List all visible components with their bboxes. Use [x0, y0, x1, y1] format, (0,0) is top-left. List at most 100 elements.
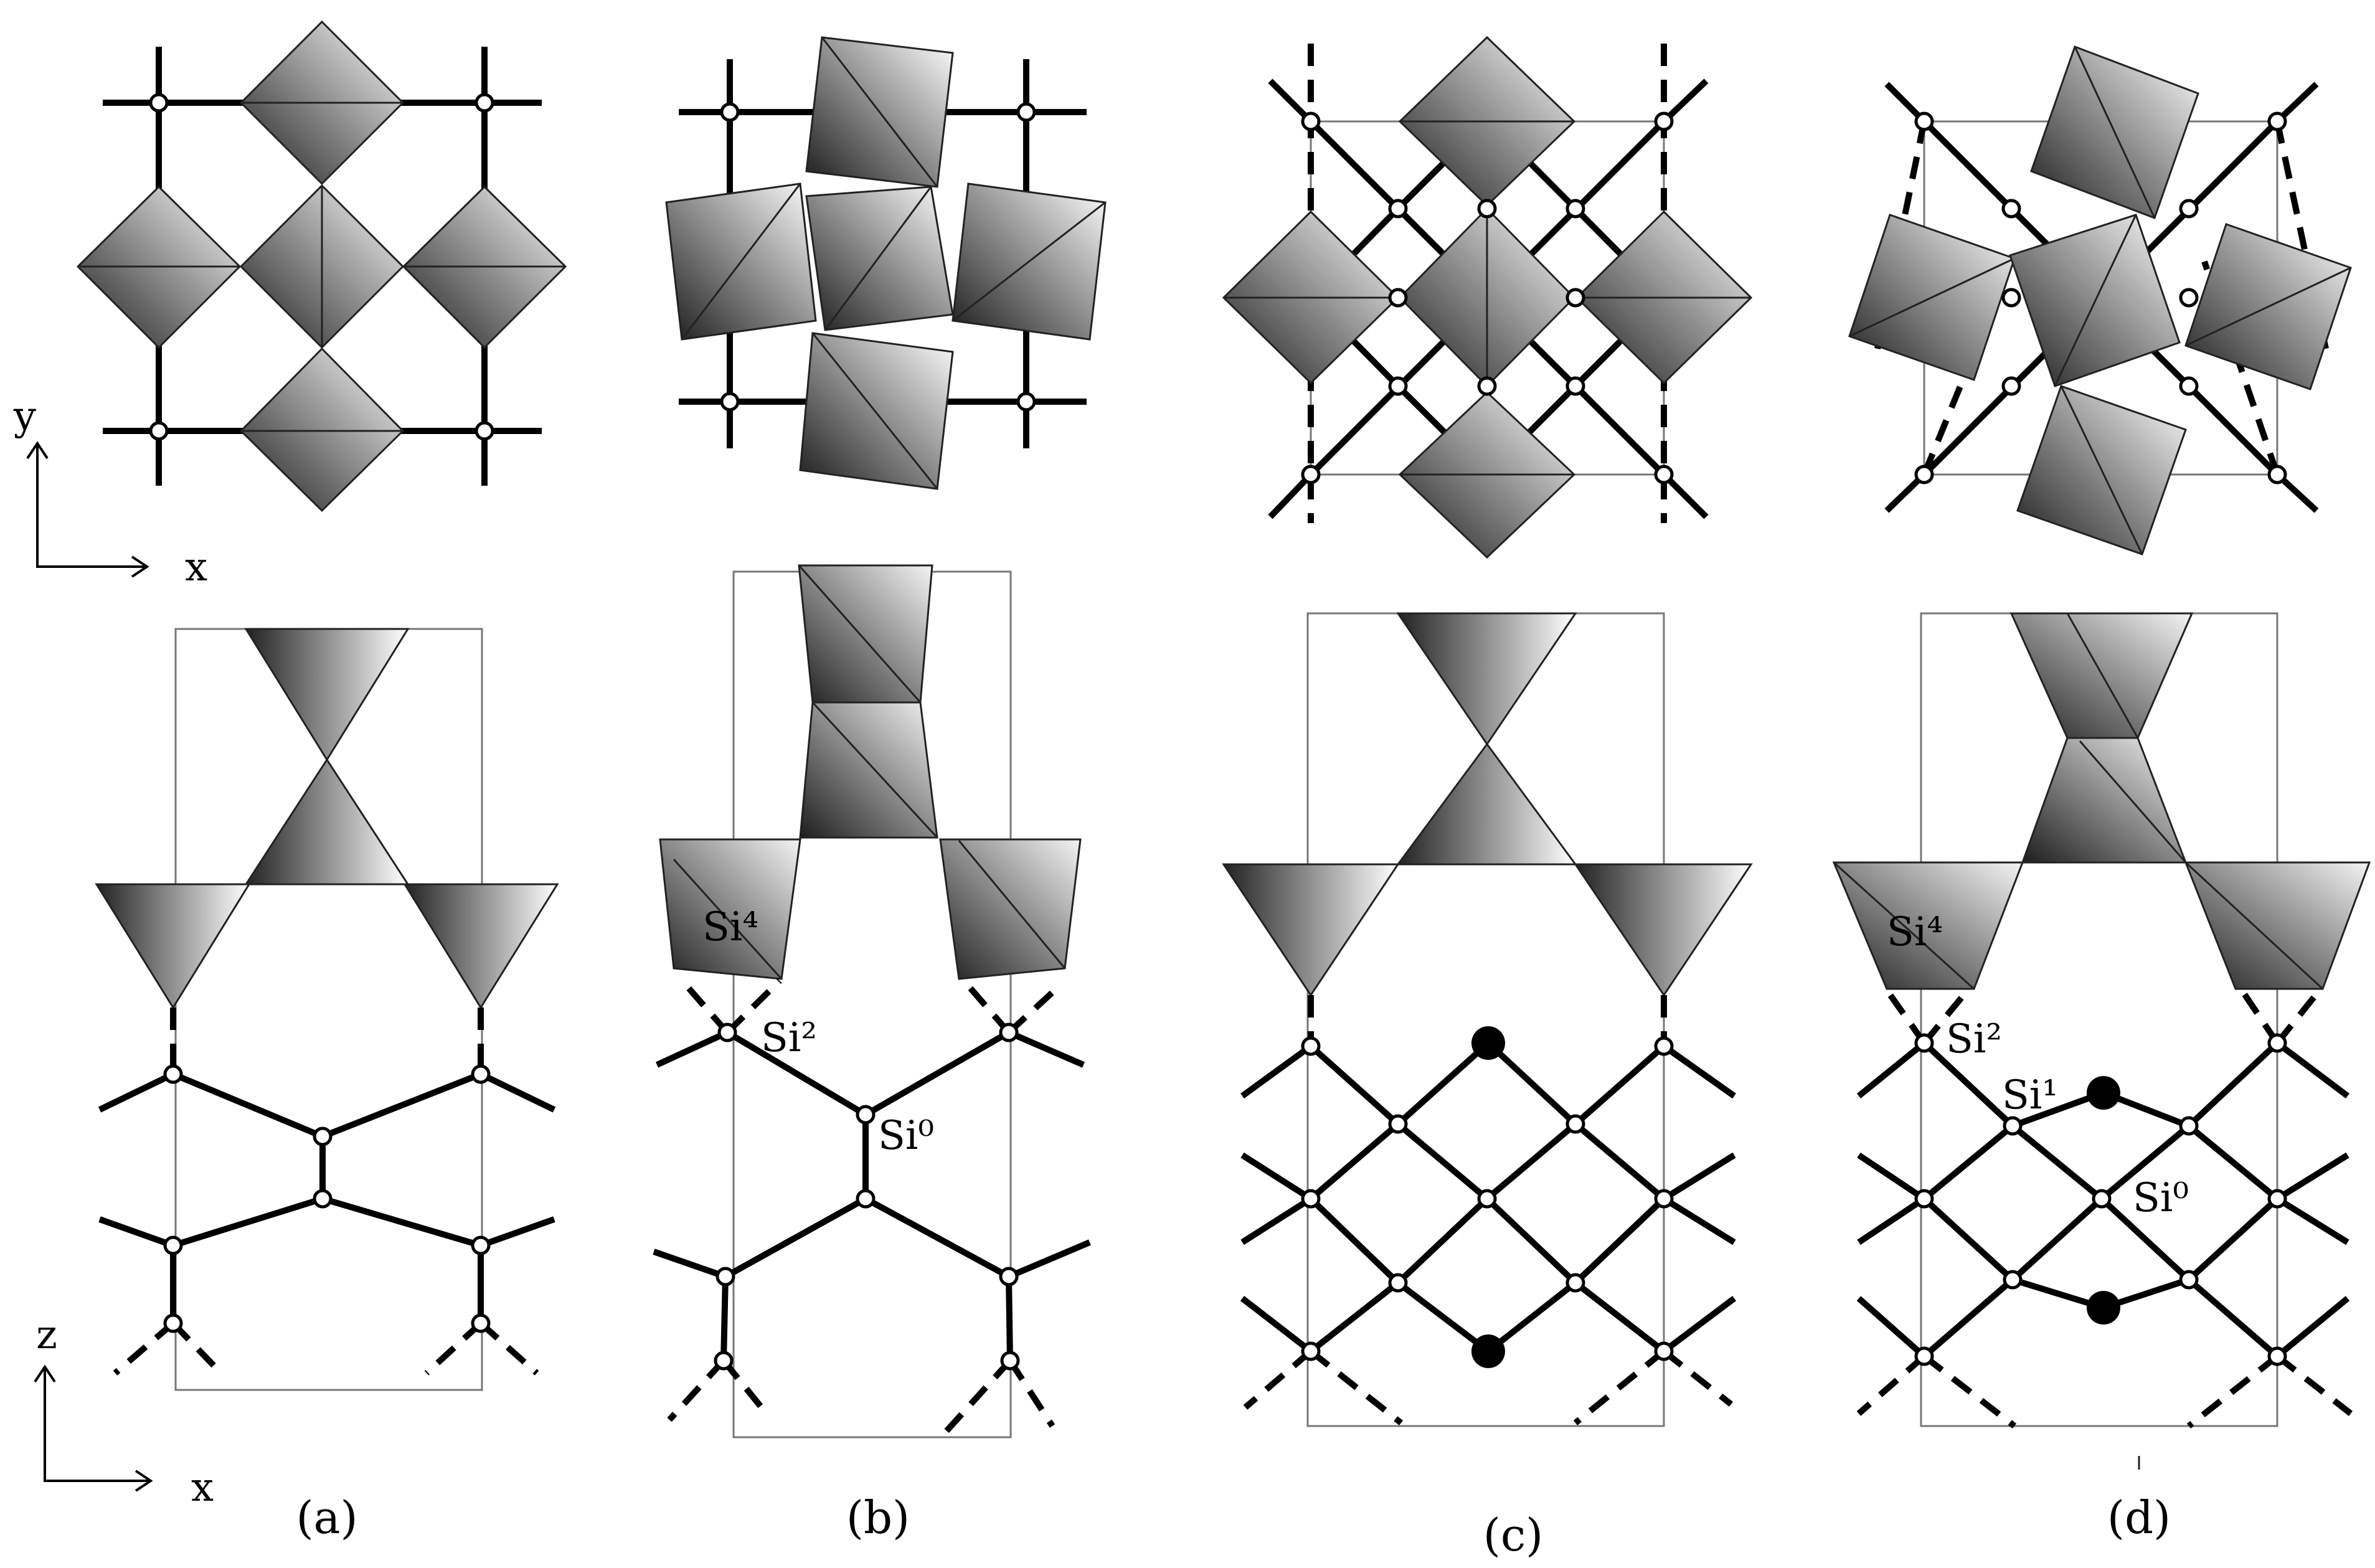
panel-c-bottom: (c) — [1222, 612, 1753, 1561]
si-atom — [2267, 1346, 2287, 1366]
si-atom — [1388, 199, 1408, 219]
si-atom — [1301, 1341, 1321, 1361]
si-atom — [1016, 392, 1036, 412]
panel-a-caption: (a) — [296, 1491, 357, 1544]
label-si0: Si⁰ — [878, 1113, 934, 1159]
si-atom — [999, 1023, 1019, 1042]
si-atom — [1654, 465, 1674, 484]
si-atom — [2003, 1270, 2023, 1290]
si-atom — [149, 421, 169, 441]
si-atom — [475, 421, 494, 441]
octahedron — [951, 182, 1107, 341]
si-atom — [2001, 288, 2021, 308]
panel-b-top — [665, 36, 1107, 490]
si-atom — [1477, 199, 1497, 219]
si-atom — [475, 93, 494, 113]
si-atom — [2179, 1270, 2199, 1290]
si-atom — [1016, 102, 1036, 122]
si-atom — [715, 1267, 735, 1287]
panel-d-top — [1848, 45, 2352, 555]
label-si4: Si⁴ — [1887, 909, 1943, 955]
panel-a-bottom: (a) — [95, 628, 559, 1544]
si-atom — [163, 1235, 183, 1255]
si-atom — [1914, 1189, 1934, 1209]
axis-y-label: y — [13, 394, 36, 440]
si-atom — [1654, 1341, 1674, 1361]
si-atom — [471, 1235, 491, 1255]
si-atom — [720, 102, 740, 122]
octahedron — [402, 185, 567, 349]
si-atom — [714, 1351, 734, 1371]
si-atom — [313, 1189, 333, 1209]
si-atom — [1914, 111, 1934, 131]
octahedron — [2030, 45, 2199, 219]
tetrahedron-group — [1832, 612, 2371, 990]
si-atom — [163, 1064, 183, 1084]
si-atom — [163, 1313, 183, 1333]
label-si1: Si¹ — [2002, 1072, 2058, 1118]
octahedron — [805, 36, 954, 188]
octahedron — [799, 332, 954, 490]
octahedron — [1398, 35, 1576, 207]
highlighted-atom — [1471, 1334, 1505, 1368]
panel-c-caption: (c) — [1483, 1509, 1544, 1561]
panel-c-top — [1222, 35, 1753, 559]
si-atom — [2001, 199, 2021, 219]
panel-b-bottom: Si⁴ Si² Si⁰ (b) — [653, 564, 1091, 1544]
si-atom — [1565, 1114, 1585, 1134]
si-atom — [1654, 1189, 1674, 1209]
tetrahedron-group — [1222, 612, 1753, 997]
octahedron — [2184, 223, 2352, 390]
octahedron — [665, 182, 817, 341]
si-atom — [1388, 376, 1408, 396]
si-atom — [1388, 1273, 1408, 1293]
label-si4: Si⁴ — [702, 904, 758, 950]
si-atom — [2179, 288, 2199, 308]
octahedron — [76, 185, 242, 349]
octahedron — [2016, 385, 2187, 555]
si-atom — [717, 1023, 737, 1042]
si-atom — [1914, 465, 1934, 484]
label-si0: Si⁰ — [2133, 1175, 2189, 1221]
si-atom — [2003, 1116, 2023, 1136]
si-atom-group — [149, 93, 494, 441]
si-atom — [471, 1313, 491, 1333]
tetrahedron-group — [659, 564, 1082, 980]
si-atom — [999, 1267, 1019, 1287]
si-atom — [2267, 111, 2287, 131]
highlighted-atom — [1471, 1026, 1505, 1060]
si-atom — [1565, 376, 1585, 396]
si-atom — [2001, 376, 2021, 396]
si-atom — [1565, 288, 1585, 308]
si-atom — [2179, 376, 2199, 396]
label-si2: Si² — [1946, 1016, 2002, 1062]
si-atom — [2179, 1116, 2199, 1136]
highlighted-atom — [2087, 1076, 2120, 1110]
octahedron — [239, 20, 405, 186]
si-atom — [1388, 1114, 1408, 1134]
si-atom — [1477, 376, 1497, 396]
si-atom — [1654, 1036, 1674, 1056]
si-atom — [2267, 1033, 2287, 1053]
si-atom — [2267, 1189, 2287, 1209]
si-atom — [1301, 1189, 1321, 1209]
si-atom — [1301, 1036, 1321, 1056]
si-atom — [1301, 465, 1321, 484]
panel-d-bottom: Si⁴ Si² Si¹ Si⁰ (d) — [1832, 612, 2371, 1544]
axes-top: y x — [13, 394, 207, 590]
axes-bottom: z x — [34, 1312, 214, 1511]
si-atom — [1914, 1033, 1934, 1053]
si-atom — [313, 1126, 333, 1146]
octahedron — [2009, 214, 2181, 387]
panel-a-top — [76, 20, 567, 512]
si-atom — [1000, 1351, 1020, 1371]
octahedron — [239, 347, 405, 512]
si-atom — [1654, 111, 1674, 131]
si-atom — [856, 1105, 876, 1125]
si-atom — [720, 392, 740, 412]
octahedron — [1222, 210, 1400, 385]
label-si2: Si² — [761, 1015, 817, 1061]
si-atom — [1301, 111, 1321, 131]
